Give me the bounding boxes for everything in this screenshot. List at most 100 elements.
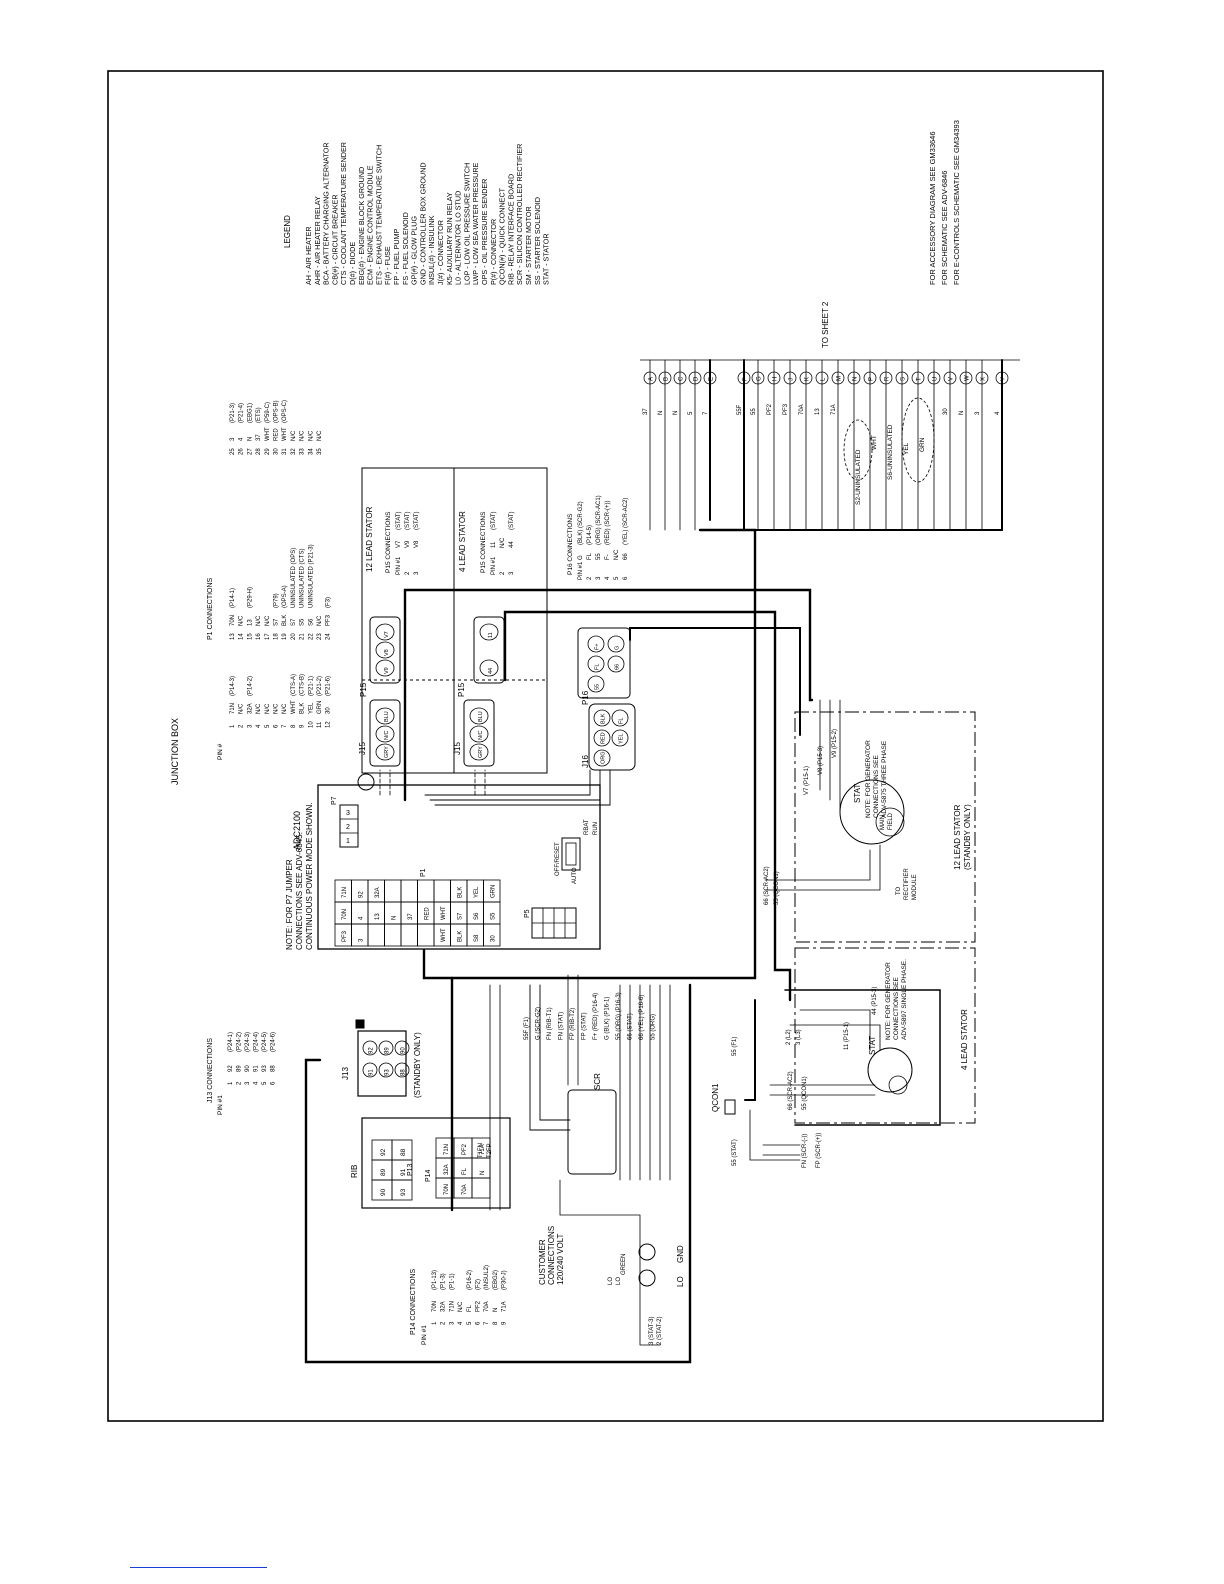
pin: 2: [237, 1081, 243, 1085]
p13-pin: 90: [380, 1188, 387, 1196]
j16-pin-label: FL: [619, 718, 625, 724]
terminal-letter: A: [649, 377, 655, 381]
legend-item: L0 - ALTERNATOR LO STUD: [454, 191, 463, 285]
dest: (P14-5): [587, 525, 593, 545]
lead: G: [578, 555, 584, 560]
pin-number: 32: [291, 448, 297, 455]
scr-wire-label: 66 (STAT): [628, 1013, 634, 1040]
dest: (P24-2): [237, 1032, 243, 1052]
svg-text:RBAT: RBAT: [584, 819, 590, 835]
four-lead-stator: STAT NOTE: FOR GENERATOR CONNECTIONS SEE…: [786, 947, 976, 1124]
destination: (P14-1): [230, 588, 236, 608]
j16-pin: [593, 709, 611, 727]
pin-number: 31: [282, 448, 288, 455]
p1-cell: [433, 879, 451, 903]
off-auto-run-switch: OFF/RESET AUTO RUN RBAT: [555, 819, 599, 884]
terminal-letter: K: [805, 377, 811, 381]
p1-cell-label: 37: [408, 913, 414, 920]
terminal-letter: M: [837, 376, 843, 381]
scr-wire-label: 55 (ORG) (P16-3): [616, 992, 622, 1040]
svg-text:P13: P13: [407, 1163, 414, 1176]
destination: (P14-3): [230, 676, 236, 696]
j15-pin: [469, 725, 489, 743]
pin-number: 23: [317, 633, 323, 640]
j16-pin: [611, 709, 629, 727]
pin-number: 24: [326, 633, 332, 640]
p16-pin-label: FL: [595, 664, 601, 670]
pin-number: 33: [300, 448, 306, 455]
dest: (P24-4): [254, 1032, 260, 1052]
legend-item: GP(#) - GLOW PLUG: [410, 216, 419, 285]
p1-cell: [367, 923, 385, 947]
wire: 90: [245, 1065, 251, 1072]
wire-number: BLK: [300, 703, 306, 714]
wire-number: 3: [230, 437, 236, 441]
dest: (F2): [476, 1279, 482, 1290]
wire-number: N/C: [256, 615, 262, 626]
scr-wire-label: FP (RIB-T2): [570, 1008, 576, 1040]
pin: 6: [476, 1321, 482, 1325]
p7-jumper: P7 1 2 3: [331, 796, 359, 848]
scr-wire-label: F+ (RED) (P16-4): [593, 993, 599, 1040]
pin-number: 11: [317, 721, 323, 728]
wire: PF2: [476, 1300, 482, 1312]
j15-pin-label: N/C: [478, 731, 484, 741]
svg-text:P14: P14: [425, 1169, 432, 1182]
p1-cell-label: S6: [474, 912, 480, 920]
svg-text:CUSTOMER: CUSTOMER: [538, 1239, 547, 1285]
lead: FL: [587, 552, 593, 560]
wire-number: S7: [291, 618, 297, 626]
pin-number: 2: [239, 724, 245, 728]
svg-text:TO SHEET 2: TO SHEET 2: [821, 301, 830, 348]
pin: 6: [271, 1081, 277, 1085]
dest: (P24-5): [262, 1032, 268, 1052]
lead: 55: [596, 553, 602, 560]
wire: N: [493, 1308, 499, 1312]
destination: (P29-H): [247, 587, 253, 608]
terminal-letter: T: [917, 377, 923, 381]
svg-text:GRN: GRN: [919, 437, 926, 452]
pin-number: 8: [291, 724, 297, 728]
wire: FL: [467, 1304, 473, 1312]
terminal-wire: 55: [751, 408, 757, 415]
svg-text:ADV-5897 SINGLE PHASE.: ADV-5897 SINGLE PHASE.: [901, 959, 908, 1040]
wire: 93: [262, 1065, 268, 1072]
terminal-wire: N: [959, 411, 965, 415]
j13-pin: [362, 1040, 378, 1056]
pin: PIN #1: [578, 561, 584, 580]
terminal-wire: N: [673, 411, 679, 415]
p13-pin: 88: [400, 1148, 407, 1156]
lead: 11: [491, 541, 497, 548]
j13-pin: [362, 1062, 378, 1078]
p16-pin: [587, 675, 605, 693]
svg-text:P16: P16: [581, 690, 590, 705]
svg-text:NOTE: FOR GENERATOR: NOTE: FOR GENERATOR: [865, 740, 872, 818]
stator-wire-label: 66 (SCR-AC2): [764, 866, 770, 905]
pin-number: 21: [300, 633, 306, 640]
dest: (STAT): [405, 512, 411, 530]
wire-number: 71N: [230, 703, 236, 714]
p15-pin-label: 11: [488, 632, 494, 638]
pin-number: 30: [274, 448, 280, 455]
svg-text:RUN: RUN: [593, 822, 599, 835]
fn-label: FN (SCR-(-)): [802, 1134, 808, 1168]
destination: (P21-3): [230, 403, 236, 423]
wire: 71N: [449, 1301, 455, 1312]
svg-text:P7: P7: [331, 796, 338, 805]
terminal-wire: 30: [943, 408, 949, 415]
scr-wire-label: G (SCR-G2): [536, 1007, 542, 1040]
p16-pin-label: G: [615, 646, 621, 650]
j13-pin-label: 90: [401, 1047, 407, 1054]
p1-cell-label: 92: [359, 891, 365, 898]
p16-pin: [607, 635, 625, 653]
pin-number: 1: [230, 724, 236, 728]
legend-item: SS - STARTER SOLENOID: [533, 197, 542, 285]
p15-pin: [375, 641, 395, 659]
scr-wire-label: FP (STAT): [582, 1012, 588, 1040]
svg-text:ADC2100: ADC2100: [292, 811, 302, 850]
p16-connections-table: P16 CONNECTIONS PIN #1G(BLK) (SCR-G2)2FL…: [567, 495, 629, 580]
pin: 8: [493, 1321, 499, 1325]
j13-pin-label: 89: [385, 1047, 391, 1054]
p15-pin: [479, 623, 499, 641]
lead: 44: [509, 541, 515, 548]
